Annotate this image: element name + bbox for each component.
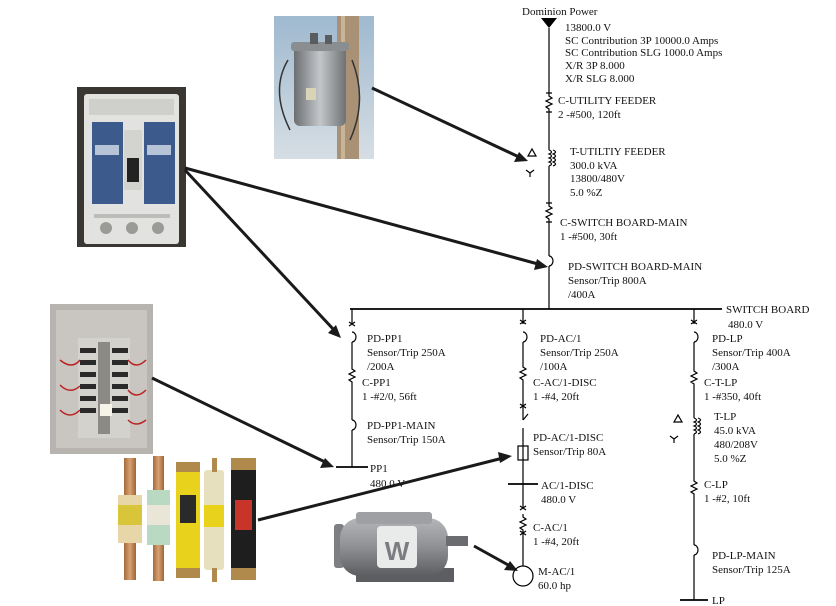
ac1-bus-name: AC/1-DISC — [541, 480, 594, 492]
lp-bus-name: LP — [712, 595, 725, 606]
utility-transformer-voltage: 13800/480V — [570, 173, 625, 185]
motor-nameplate-text: W — [385, 536, 410, 566]
pp1-breaker-trip: /200A — [367, 361, 395, 373]
pp1-main-sensor: Sensor/Trip 150A — [367, 434, 446, 446]
ac1-breaker-name: PD-AC/1 — [540, 333, 582, 345]
pp1-branch — [336, 309, 368, 468]
motor-icon — [512, 565, 534, 587]
main-breaker-trip: /400A — [568, 289, 596, 301]
lp-main-name: PD-LP-MAIN — [712, 550, 776, 562]
ac1-motor-cable-name: C-AC/1 — [533, 522, 568, 534]
source-sc-3p: SC Contribution 3P 10000.0 Amps — [565, 35, 718, 47]
circuit-breaker-photo — [77, 87, 186, 247]
ac1-motor-cable-spec: 1 -#4, 20ft — [533, 536, 579, 548]
motor-photo: W — [334, 512, 468, 582]
lp-branch — [669, 309, 708, 601]
pp1-cable-spec: 1 -#2/0, 56ft — [362, 391, 417, 403]
lp-cable-name: C-T-LP — [704, 377, 737, 389]
utility-transformer-name: T-UTILTIY FEEDER — [570, 146, 666, 158]
ac1-breaker-sensor: Sensor/Trip 250A — [540, 347, 619, 359]
pp1-cable-name: C-PP1 — [362, 377, 391, 389]
ac1-cable-spec: 1 -#4, 20ft — [533, 391, 579, 403]
main-breaker-icon — [548, 255, 554, 267]
pp1-bus-name: PP1 — [370, 463, 388, 475]
pp1-breaker-name: PD-PP1 — [367, 333, 402, 345]
utility-feeder-spec: 2 -#500, 120ft — [558, 109, 621, 121]
main-cable-spec: 1 -#500, 30ft — [560, 231, 617, 243]
ac1-cable-name: C-AC/1-DISC — [533, 377, 597, 389]
lp-cable2-name: C-LP — [704, 479, 728, 491]
lp-transformer-impedance: 5.0 %Z — [714, 453, 747, 465]
main-breaker-name: PD-SWITCH BOARD-MAIN — [568, 261, 702, 273]
lp-transformer-voltage: 480/208V — [714, 439, 758, 451]
panelboard-photo — [50, 304, 153, 454]
utility-transformer-kva: 300.0 kVA — [570, 160, 618, 172]
utility-transformer-icon — [547, 149, 553, 167]
ac1-bus-voltage: 480.0 V — [541, 494, 576, 506]
ac1-motor-name: M-AC/1 — [538, 566, 575, 578]
lp-transformer-kva: 45.0 kVA — [714, 425, 756, 437]
main-feed-line — [525, 18, 557, 309]
ac1-breaker-trip: /100A — [540, 361, 568, 373]
lp-breaker-sensor: Sensor/Trip 400A — [712, 347, 791, 359]
source-xr-3p: X/R 3P 8.000 — [565, 60, 625, 72]
utility-source-icon — [541, 18, 557, 28]
utility-feeder-name: C-UTILITY FEEDER — [558, 95, 657, 107]
source-xr-slg: X/R SLG 8.000 — [565, 73, 635, 85]
switchboard-voltage: 480.0 V — [728, 319, 763, 331]
ac1-disconnect-name: PD-AC/1-DISC — [533, 432, 603, 444]
pp1-breaker-sensor: Sensor/Trip 250A — [367, 347, 446, 359]
lp-main-sensor: Sensor/Trip 125A — [712, 564, 791, 576]
fuses-photo — [118, 456, 256, 582]
lp-transformer-name: T-LP — [714, 411, 736, 423]
lp-breaker-trip: /300A — [712, 361, 740, 373]
pp1-bus-voltage: 480.0 V — [370, 478, 405, 490]
pole-transformer-photo — [274, 16, 374, 159]
main-breaker-sensor: Sensor/Trip 800A — [568, 275, 647, 287]
ac1-branch — [508, 309, 538, 587]
lp-cable-spec: 1 -#350, 40ft — [704, 391, 761, 403]
source-sc-slg: SC Contribution SLG 1000.0 Amps — [565, 47, 722, 59]
lp-cable2-spec: 1 -#2, 10ft — [704, 493, 750, 505]
labels: Dominion Power 13800.0 V SC Contribution… — [362, 6, 809, 606]
source-voltage: 13800.0 V — [565, 22, 611, 34]
lp-breaker-name: PD-LP — [712, 333, 743, 345]
source-name: Dominion Power — [522, 6, 598, 18]
callout-arrows — [151, 86, 548, 571]
ac1-motor-hp: 60.0 hp — [538, 580, 572, 592]
switchboard-name: SWITCH BOARD — [726, 304, 809, 316]
main-cable-name: C-SWITCH BOARD-MAIN — [560, 217, 687, 229]
pp1-main-name: PD-PP1-MAIN — [367, 420, 436, 432]
utility-transformer-impedance: 5.0 %Z — [570, 187, 603, 199]
ac1-disconnect-sensor: Sensor/Trip 80A — [533, 446, 606, 458]
